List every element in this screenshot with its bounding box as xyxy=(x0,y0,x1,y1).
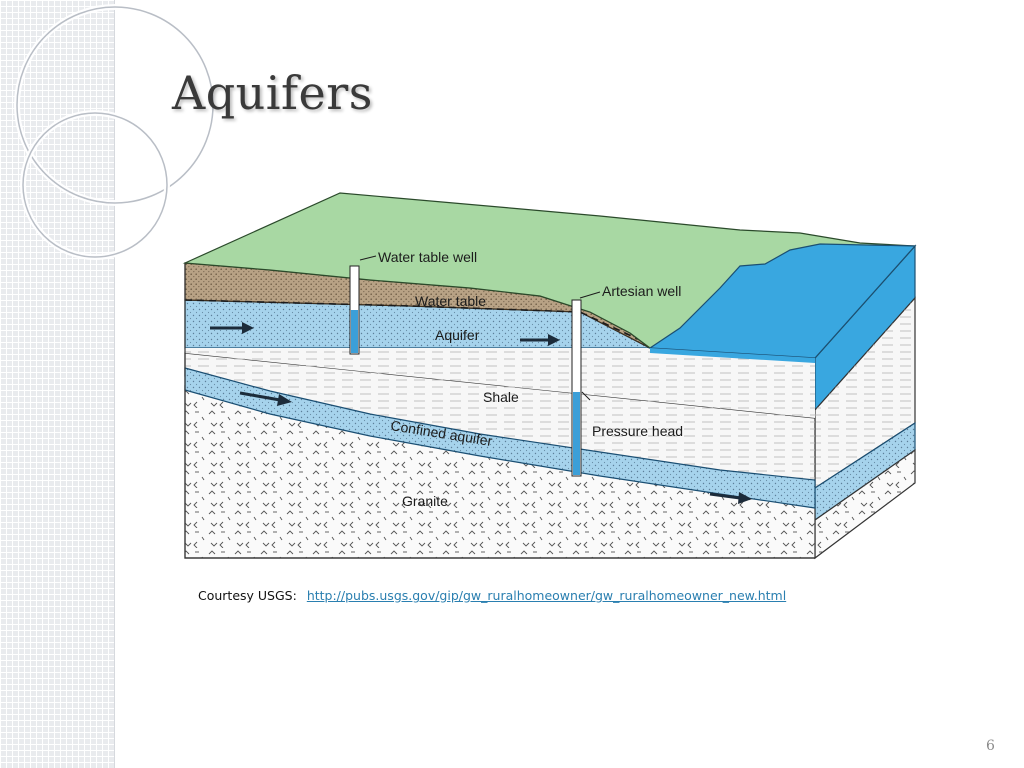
decorative-circles xyxy=(14,4,216,260)
confined-aquifer-side-texture xyxy=(815,423,915,520)
label-water-table-well: Water table well xyxy=(378,249,477,265)
arrow-right-icon xyxy=(738,492,752,504)
shale-texture xyxy=(185,353,815,488)
arrow-right-icon xyxy=(277,394,292,406)
water-table-well-water xyxy=(351,310,358,353)
leader-line xyxy=(359,255,377,261)
credit-prefix: Courtesy USGS: xyxy=(198,588,297,603)
water-table-line xyxy=(184,299,641,341)
leader-line xyxy=(579,291,601,299)
slide-title: Aquifers xyxy=(172,66,373,120)
label-water-table: Water table xyxy=(415,293,486,309)
block-outline xyxy=(184,263,815,559)
lake-front-face xyxy=(650,348,815,363)
shale-side-texture xyxy=(815,298,915,488)
shale-upper-texture xyxy=(185,348,815,418)
label-pressure-head: Pressure head xyxy=(592,423,683,439)
arrow-right-icon xyxy=(548,334,560,346)
decorative-circle-icon xyxy=(16,6,214,204)
arrow-right-icon xyxy=(709,492,741,500)
unconfined-aquifer-texture xyxy=(185,300,650,348)
arrow-right-icon xyxy=(239,391,281,402)
confined-aquifer-texture xyxy=(185,368,815,508)
leader-line xyxy=(581,391,591,401)
slide-number: 6 xyxy=(986,738,995,754)
decorative-circle-icon xyxy=(22,112,168,258)
aquifer-diagram: Water table well Water table Artesian we… xyxy=(182,192,917,560)
granite-side-texture xyxy=(815,450,915,558)
label-granite: Granite xyxy=(402,493,448,509)
lake-surface xyxy=(648,243,917,359)
artesian-well xyxy=(571,299,582,477)
label-aquifer: Aquifer xyxy=(435,327,480,343)
image-credit: Courtesy USGS: http://pubs.usgs.gov/gip/… xyxy=(198,588,786,603)
label-shale: Shale xyxy=(483,389,519,405)
arrow-right-icon xyxy=(242,322,254,334)
artesian-well-water xyxy=(573,392,580,475)
label-artesian-well: Artesian well xyxy=(602,283,681,299)
source-link[interactable]: http://pubs.usgs.gov/gip/gw_ruralhomeown… xyxy=(306,588,787,603)
